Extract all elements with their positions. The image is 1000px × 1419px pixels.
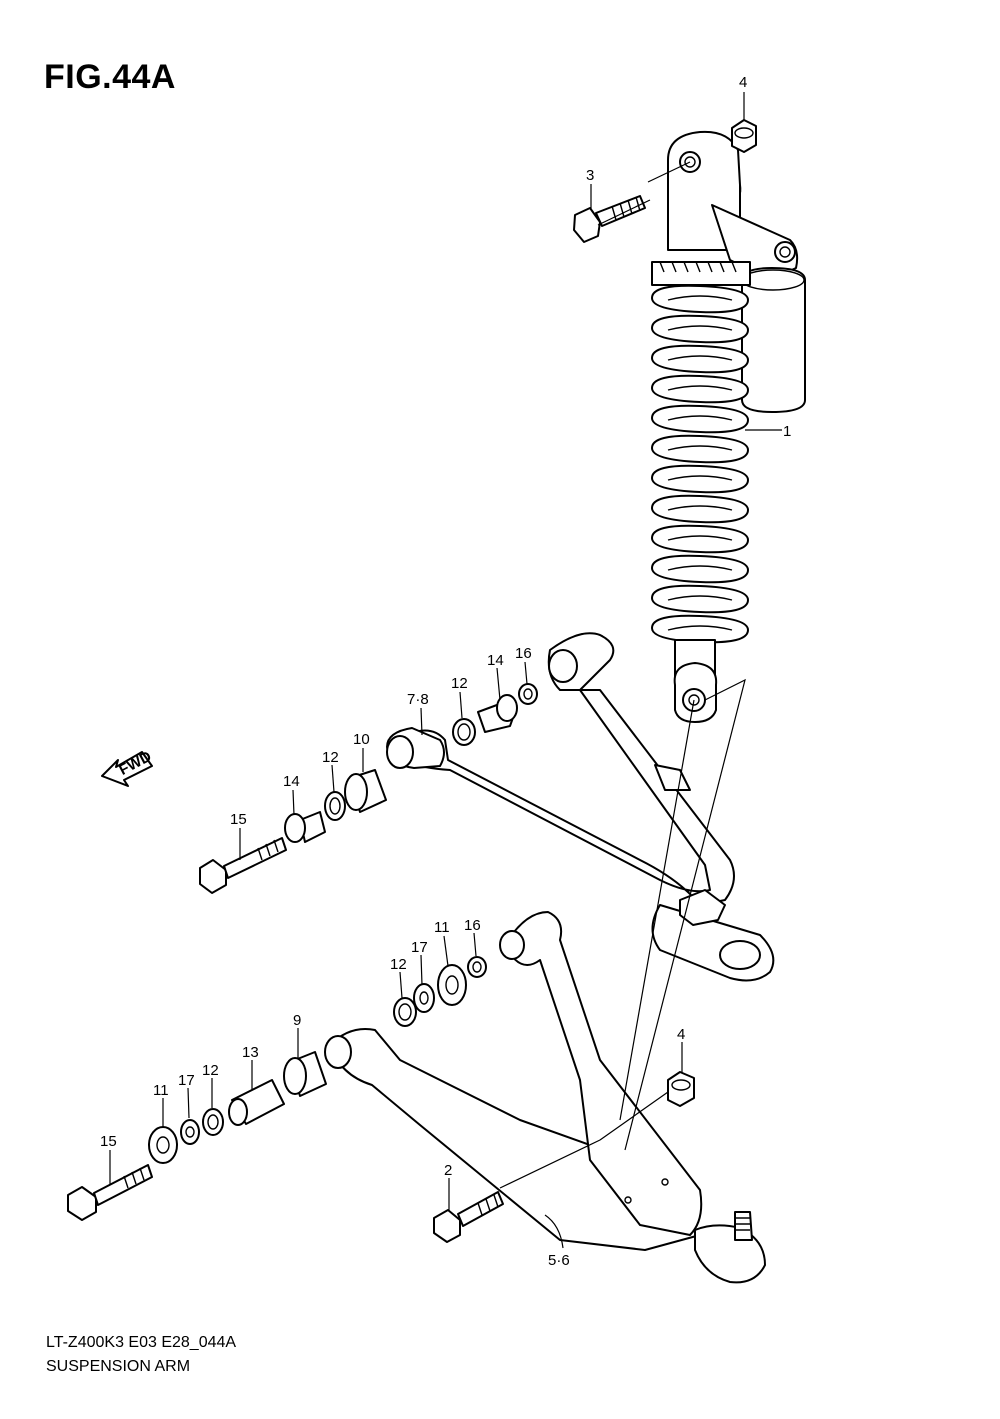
assembly-lines: [499, 161, 746, 1189]
model-code: LT-Z400K3 E03 E28_044A: [46, 1334, 237, 1351]
callout-labels: 4 3 1 16 14 12 7·8 10 12 14 15 11 16 17 …: [100, 74, 791, 1269]
callout-15-upper: 15: [230, 811, 247, 828]
spring-coil: [651, 344, 749, 374]
upper-a-arm: [386, 632, 775, 982]
callout-10: 10: [353, 731, 370, 748]
spring-coil: [651, 524, 749, 554]
figure-title: FIG.44A: [44, 58, 176, 96]
bolt-3: [573, 195, 646, 243]
spring-coil: [651, 404, 749, 434]
callout-4-lower: 4: [677, 1026, 685, 1043]
callout-12-upper-front: 12: [322, 749, 339, 766]
spring-coil-inner: [667, 505, 733, 511]
spring-coil: [651, 554, 749, 584]
callout-16-lower: 16: [464, 917, 481, 934]
spring-coil: [651, 314, 749, 344]
shock-absorber: [651, 130, 806, 723]
callout-12-upper: 12: [451, 675, 468, 692]
upper-pivot-hardware: [199, 683, 538, 894]
callout-11-lower-front: 11: [153, 1082, 169, 1099]
section-name: SUSPENSION ARM: [46, 1358, 191, 1375]
fwd-arrow: FWD: [101, 748, 155, 787]
callout-15-lower: 15: [100, 1133, 117, 1150]
spring-coil-inner: [667, 445, 733, 451]
spring-coil: [651, 584, 749, 614]
callout-17-lower-front: 17: [178, 1072, 195, 1089]
callout-1: 1: [783, 423, 791, 440]
callout-5-6: 5·6: [548, 1252, 570, 1269]
callout-2: 2: [444, 1162, 452, 1179]
spring-coil-inner: [667, 385, 733, 391]
callout-11-lower-rear: 11: [434, 919, 450, 936]
spring-coil-inner: [667, 475, 733, 481]
spring-coil-inner: [667, 355, 733, 361]
nut-4-top: [731, 119, 757, 153]
spring-coil: [651, 374, 749, 404]
spring-coil-inner: [667, 535, 733, 541]
callout-14-upper-front: 14: [283, 773, 300, 790]
spring-coil-inner: [667, 325, 733, 331]
callout-leaders: [109, 92, 782, 1249]
callout-12-lower-rear: 12: [390, 956, 407, 973]
spring-coil: [651, 494, 749, 524]
spring-coil-inner: [667, 625, 733, 631]
spring-coil: [651, 434, 749, 464]
spring-coil: [651, 614, 749, 644]
callout-13: 13: [242, 1044, 259, 1061]
spring-coil-inner: [667, 295, 733, 301]
callout-17-lower-rear: 17: [411, 939, 428, 956]
callout-12-lower-front: 12: [202, 1062, 219, 1079]
callout-4-top: 4: [739, 74, 747, 91]
lower-pivot-hardware: [67, 956, 695, 1243]
spring-coil-inner: [667, 595, 733, 601]
spring-coil-inner: [667, 415, 733, 421]
lower-a-arm: [324, 911, 766, 1284]
spring-coil: [651, 464, 749, 494]
callout-7-8: 7·8: [407, 691, 429, 708]
spring-coil: [651, 284, 749, 314]
callout-16-upper: 16: [515, 645, 532, 662]
spring-coil-inner: [667, 565, 733, 571]
callout-14-upper: 14: [487, 652, 504, 669]
callout-3: 3: [586, 167, 594, 184]
callout-9: 9: [293, 1012, 301, 1029]
